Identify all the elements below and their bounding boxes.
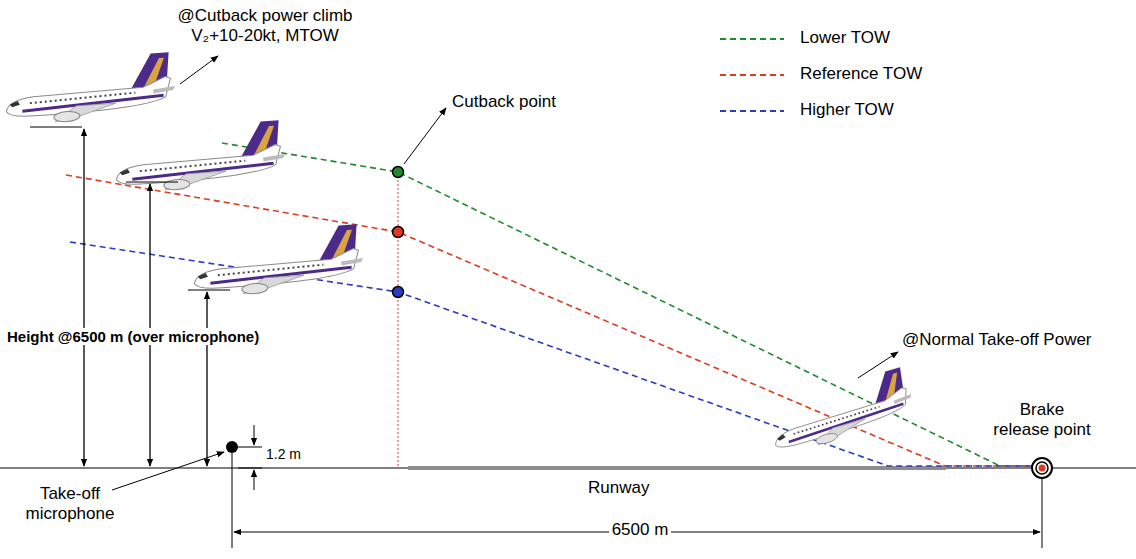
cutback-dot xyxy=(393,227,404,238)
label-text: Runway xyxy=(588,478,649,497)
height-tick xyxy=(188,290,230,291)
label: 1.2 m xyxy=(266,446,301,463)
label-text: 1.2 m xyxy=(266,446,301,462)
label: Cutback point xyxy=(452,92,556,112)
label: @Cutback power climb V₂+10-20kt, MTOW xyxy=(172,6,358,47)
reference-tow-path xyxy=(66,175,1040,466)
legend-text: Higher TOW xyxy=(800,100,894,119)
legend-samples xyxy=(720,39,784,111)
dimension-tick xyxy=(232,468,233,548)
label-text: Brake release point xyxy=(993,400,1090,439)
label: 6500 m xyxy=(609,520,672,540)
legend-sample xyxy=(720,74,784,76)
leader-arrow xyxy=(404,108,446,164)
label-text: Height @6500 m (over microphone) xyxy=(4,328,262,345)
lower-tow-path xyxy=(222,143,1040,466)
legend-sample xyxy=(720,110,784,112)
microphone xyxy=(226,441,238,453)
airplane xyxy=(191,224,365,298)
leader-arrow xyxy=(112,452,224,490)
dimension-tick xyxy=(238,447,262,448)
legend-text: Lower TOW xyxy=(800,28,890,47)
legend-text: Reference TOW xyxy=(800,64,922,83)
label: Take-off microphone xyxy=(22,484,118,525)
cutback-dot xyxy=(393,167,404,178)
leader-arrow xyxy=(858,352,898,378)
airplane xyxy=(113,120,287,194)
cutback-vertical xyxy=(398,176,399,466)
dimension-tick xyxy=(238,468,262,469)
label-text: @Normal Take-off Power xyxy=(902,330,1092,349)
label-text: Take-off microphone xyxy=(26,484,115,523)
height-dim-arrow xyxy=(254,425,255,445)
flight-paths xyxy=(66,143,1040,466)
label: Runway xyxy=(588,478,649,498)
height-dim-arrow xyxy=(254,470,255,490)
brake-release-target xyxy=(1039,465,1046,472)
airplane xyxy=(3,52,177,126)
label: Height @6500 m (over microphone) xyxy=(4,328,262,346)
label: @Normal Take-off Power xyxy=(902,330,1092,350)
legend-entry: Higher TOW xyxy=(800,100,894,120)
airplane xyxy=(764,366,917,456)
label-text: 6500 m xyxy=(609,520,672,539)
label-text: Cutback point xyxy=(452,92,556,111)
brake-release-target xyxy=(1032,458,1052,478)
cutback-dot xyxy=(393,287,404,298)
legend-sample xyxy=(720,38,784,40)
label: Brake release point xyxy=(990,400,1094,441)
legend-entry: Lower TOW xyxy=(800,28,890,48)
leader-arrow xyxy=(180,56,218,84)
microphone-stand xyxy=(232,453,233,468)
brake-release-target xyxy=(1036,462,1048,474)
dimension-tick xyxy=(1042,476,1043,548)
label-text: @Cutback power climb V₂+10-20kt, MTOW xyxy=(177,6,352,45)
height-tick xyxy=(30,127,82,128)
legend-entry: Reference TOW xyxy=(800,64,922,84)
height-tick xyxy=(126,182,178,183)
height-arrows xyxy=(84,129,207,466)
runway-strip xyxy=(408,466,946,470)
